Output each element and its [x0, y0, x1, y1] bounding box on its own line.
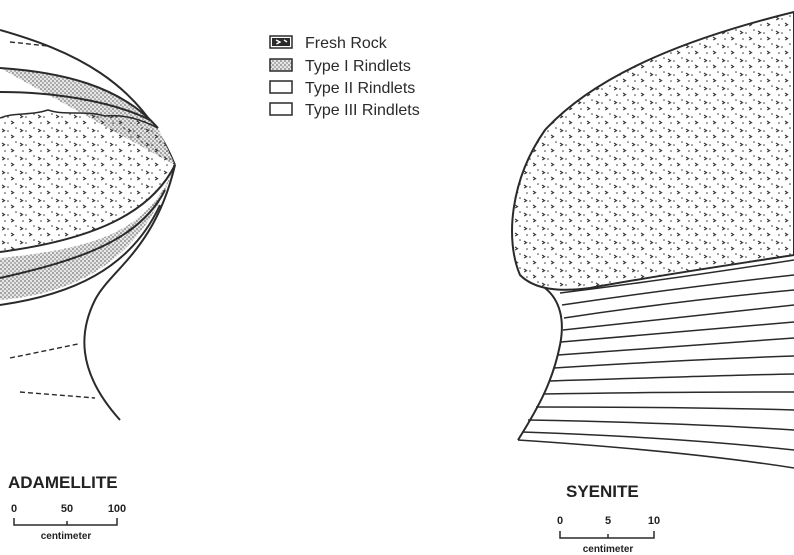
adamellite-scale-bar: 0 50 100 centimeter: [11, 503, 126, 542]
syenite-scale-line: [560, 531, 654, 538]
syenite-outer-boundary: [518, 288, 562, 440]
legend: Fresh Rock Type I Rindlets Type II Rindl…: [270, 35, 420, 119]
syenite-fresh-rock-core: [512, 12, 794, 290]
syenite-scale-bar: 0 5 10 centimeter: [557, 515, 660, 555]
syenite-rindlet-line: [528, 420, 794, 430]
legend-item-type-i-rindlets: Type I Rindlets: [270, 58, 411, 75]
legend-label-type-ii: Type II Rindlets: [305, 80, 415, 97]
syenite-rindlet-line: [543, 392, 794, 394]
adamellite-scale-tick-label: 50: [61, 503, 73, 515]
legend-item-fresh-rock: Fresh Rock: [270, 35, 388, 52]
legend-label-type-i: Type I Rindlets: [305, 58, 411, 75]
legend-label-fresh-rock: Fresh Rock: [305, 35, 388, 52]
adamellite-dashed-rindlet-line-2: [10, 344, 78, 358]
syenite-rindlet-line: [561, 322, 794, 342]
syenite-title: SYENITE: [566, 482, 639, 501]
syenite-rindlet-line: [558, 338, 794, 355]
syenite-scale-unit: centimeter: [583, 544, 634, 555]
syenite-scale-tick-label: 0: [557, 515, 563, 527]
syenite-rindlet-lines: [518, 260, 794, 468]
type-iii-swatch-icon: [270, 103, 292, 115]
legend-item-type-iii-rindlets: Type III Rindlets: [270, 102, 420, 119]
syenite-boulder: [512, 12, 794, 468]
syenite-rindlet-line: [564, 290, 794, 318]
adamellite-scale-tick-label: 100: [108, 503, 126, 515]
legend-item-type-ii-rindlets: Type II Rindlets: [270, 80, 415, 97]
syenite-rindlet-line: [536, 407, 794, 410]
legend-label-type-iii: Type III Rindlets: [305, 102, 420, 119]
adamellite-title: ADAMELLITE: [8, 473, 118, 492]
type-ii-swatch-icon: [270, 81, 292, 93]
adamellite-scale-line: [14, 518, 117, 525]
syenite-scale-tick-label: 5: [605, 515, 611, 527]
adamellite-boulder: [0, 30, 175, 420]
syenite-caption: SYENITE 0 5 10 centimeter: [557, 482, 660, 555]
syenite-rindlet-line: [518, 440, 794, 468]
fresh-rock-swatch-icon: [270, 36, 292, 48]
adamellite-caption: ADAMELLITE 0 50 100 centimeter: [8, 473, 126, 542]
syenite-rindlet-line: [563, 305, 794, 330]
syenite-rindlet-line: [549, 374, 794, 381]
adamellite-dashed-rindlet-line-3: [20, 392, 95, 398]
type-i-swatch-icon: [270, 59, 292, 71]
syenite-scale-tick-label: 10: [648, 515, 660, 527]
adamellite-scale-unit: centimeter: [41, 531, 92, 542]
adamellite-scale-tick-label: 0: [11, 503, 17, 515]
syenite-rindlet-line: [554, 356, 794, 368]
syenite-rindlet-line: [522, 432, 794, 450]
